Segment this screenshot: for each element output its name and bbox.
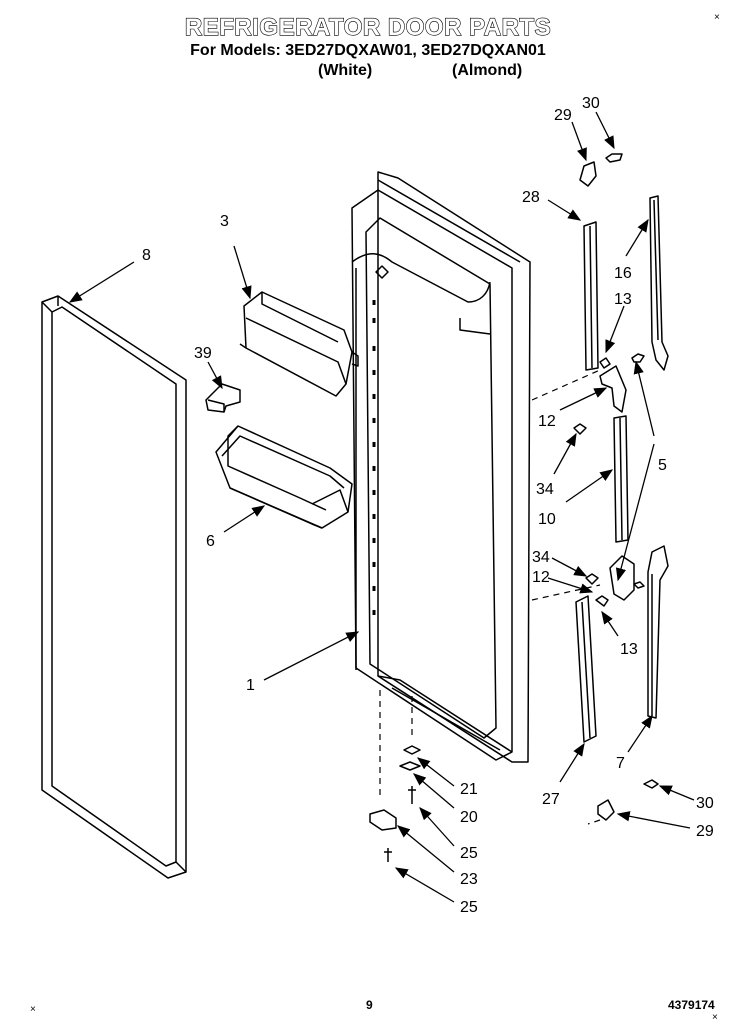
model-numbers: For Models: 3ED27DQXAW01, 3ED27DQXAN01: [190, 42, 546, 59]
upper-mount-part: [573, 353, 645, 435]
corner-mark: ×: [714, 12, 720, 23]
bracket-part: [205, 383, 241, 413]
top-trim-part: [583, 221, 599, 371]
upper-bin-part: [239, 291, 359, 397]
callout-3: 3: [220, 213, 229, 230]
door-gasket-part: [41, 295, 187, 879]
callout-12-lower: 12: [532, 569, 550, 586]
callout-34-upper: 34: [536, 481, 554, 498]
callout-30-bottom: 30: [696, 795, 714, 812]
callout-30-top: 30: [582, 95, 600, 112]
page-number: 9: [366, 998, 373, 1012]
white-label: (White): [318, 62, 373, 79]
callout-6: 6: [206, 533, 215, 550]
callout-29-top: 29: [554, 107, 572, 124]
lower-mount-part: [585, 555, 645, 607]
door-bin-part: [215, 425, 353, 529]
lower-trim-part: [575, 595, 597, 743]
top-hinge-cover-part: [579, 153, 623, 187]
callout-1: 1: [246, 677, 255, 694]
callout-7: 7: [616, 755, 625, 772]
callout-21: 21: [460, 781, 478, 798]
corner-mark: ×: [30, 1004, 36, 1015]
callout-25-upper: 25: [460, 845, 478, 862]
document-number: 4379174: [668, 998, 715, 1012]
callout-8: 8: [142, 247, 151, 264]
callout-13-lower: 13: [620, 641, 638, 658]
callout-25-lower: 25: [460, 899, 478, 916]
diagram-title: REFRIGERATOR DOOR PARTS: [184, 13, 552, 41]
callout-23: 23: [460, 871, 478, 888]
callout-5: 5: [658, 457, 667, 474]
callout-12-upper: 12: [538, 413, 556, 430]
callout-39: 39: [194, 345, 212, 362]
almond-label: (Almond): [452, 62, 523, 79]
callout-29-bottom: 29: [696, 823, 714, 840]
callout-16: 16: [614, 265, 632, 282]
callout-28: 28: [522, 189, 540, 206]
bottom-hinge-cover-part: [597, 779, 659, 821]
callout-27: 27: [542, 791, 560, 808]
corner-mark: ×: [712, 1012, 718, 1023]
door-liner-part: [351, 171, 531, 763]
middle-trim-part: [613, 415, 629, 543]
callout-20: 20: [460, 809, 478, 826]
lower-handle-part: [647, 545, 669, 719]
callout-labels: 29 30 28 16 13 12 5 34 10 34 12 13 7 27 …: [142, 95, 714, 916]
callout-13-upper: 13: [614, 291, 632, 308]
callout-10: 10: [538, 511, 556, 528]
bottom-hinge-parts: [369, 745, 421, 862]
callout-34-lower: 34: [532, 549, 550, 566]
upper-handle-part: [649, 195, 669, 371]
